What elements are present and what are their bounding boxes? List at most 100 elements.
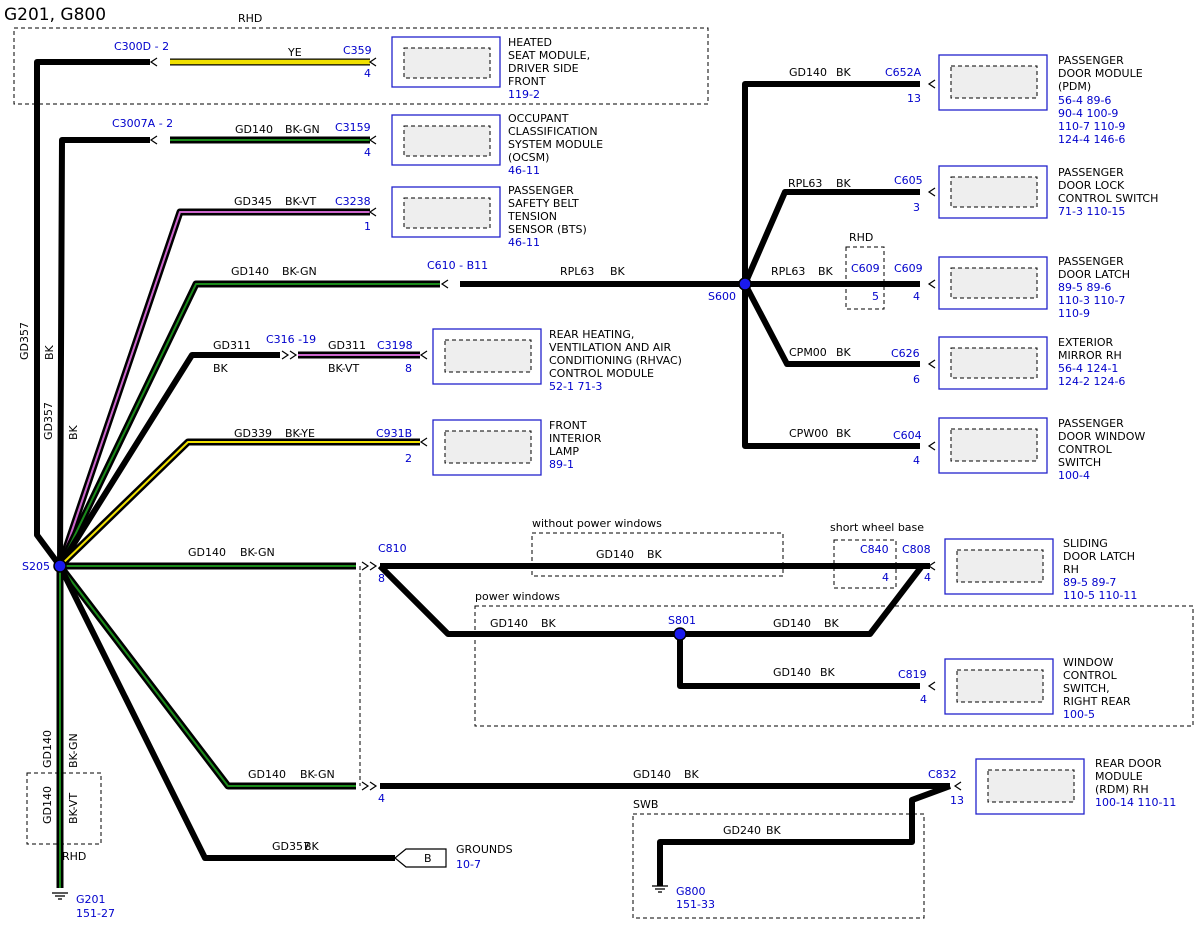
svg-text:DOOR WINDOW: DOOR WINDOW [1058,430,1145,443]
conn-c300d: C300D - 2 [114,40,169,53]
svg-text:PASSENGER: PASSENGER [1058,54,1124,67]
pdm-circuit: GD140 [789,66,827,79]
label-front-lamp: FRONT INTERIOR LAMP 89-1 [549,419,602,471]
gd357-wire-heated-seat [34,59,150,568]
svg-text:(PDM): (PDM) [1058,80,1091,93]
power-windows-region [474,605,1194,727]
pin-c604: 4 [913,454,920,467]
rhvac-wire-bk [57,352,280,568]
module-mirror [938,336,1048,390]
pin-c626: 6 [913,373,920,386]
label-pdm: PASSENGER DOOR MODULE (PDM) 56-4 89-6 90… [1058,54,1143,146]
pin-c3198: 8 [405,362,412,375]
conn-c810: C810 [378,542,407,555]
module-pdm [938,54,1048,111]
svg-text:110-9: 110-9 [1058,307,1090,320]
splice-s801-label: S801 [668,614,696,627]
label-sliding-latch: SLIDING DOOR LATCH RH 89-5 89-7 110-5 11… [1063,537,1137,602]
svg-text:SEAT MODULE,: SEAT MODULE, [508,49,590,62]
svg-text:SWITCH,: SWITCH, [1063,682,1110,695]
label-rdm: REAR DOOR MODULE (RDM) RH 100-14 110-11 [1095,757,1176,809]
bts-color: BK-VT [285,195,316,208]
svg-text:REAR DOOR: REAR DOOR [1095,757,1162,770]
svg-text:CONTROL: CONTROL [1063,669,1118,682]
mirror-circuit: CPM00 [789,346,827,359]
pw-right-color: BK [824,617,840,630]
svg-text:FRONT: FRONT [549,419,587,432]
svg-text:WINDOW: WINDOW [1063,656,1113,669]
conn-c819: C819 [898,668,927,681]
pin-c931b: 2 [405,452,412,465]
lock-circuit: RPL63 [788,177,822,190]
svg-text:46-11: 46-11 [508,236,540,249]
conn-c609-inline: C609 [851,262,880,275]
label-mirror: EXTERIOR MIRROR RH 56-4 124-1 124-2 124-… [1058,336,1125,388]
pw-left-color: BK [541,617,557,630]
svg-text:HEATED: HEATED [508,36,552,49]
svg-text:CONTROL SWITCH: CONTROL SWITCH [1058,192,1158,205]
svg-text:119-2: 119-2 [508,88,540,101]
conn-c609: C609 [894,262,923,275]
heated-seat-wire-color: YE [287,46,302,59]
conn-c840: C840 [860,543,889,556]
g800-color: BK [766,824,782,837]
conn-c359: C359 [343,44,372,57]
ground-icon [652,885,668,893]
splice-s801 [673,627,687,641]
latch-color: BK [818,265,834,278]
grounds-ref: 10-7 [456,858,481,871]
module-front-lamp [432,419,542,476]
svg-text:110-3 110-7: 110-3 110-7 [1058,294,1125,307]
sliding-mid-circuit: GD140 [596,548,634,561]
svg-text:INTERIOR: INTERIOR [549,432,602,445]
g201-color: BK-GN [67,733,80,768]
svg-text:DOOR LOCK: DOOR LOCK [1058,179,1125,192]
pin-c808: 4 [924,571,931,584]
rhd-region-top [13,27,709,105]
svg-text:EXTERIOR: EXTERIOR [1058,336,1114,349]
conn-c604: C604 [893,429,922,442]
pin-c605: 3 [913,201,920,214]
svg-text:VENTILATION AND AIR: VENTILATION AND AIR [549,341,672,354]
svg-text:RIGHT REAR: RIGHT REAR [1063,695,1131,708]
svg-text:FRONT: FRONT [508,75,546,88]
lock-color: BK [836,177,852,190]
svg-text:REAR HEATING,: REAR HEATING, [549,328,634,341]
svg-text:56-4 89-6: 56-4 89-6 [1058,94,1111,107]
svg-text:SLIDING: SLIDING [1063,537,1108,550]
rhvac-color: BK [213,362,229,375]
pw-switch-color: BK [820,666,836,679]
splice-s205-label: S205 [22,560,50,573]
c610-circuit: GD140 [231,265,269,278]
label-door-lock: PASSENGER DOOR LOCK CONTROL SWITCH 71-3 … [1058,166,1158,218]
conn-c316: C316 -19 [266,333,316,346]
conn-c652a: C652A [885,66,922,79]
label-window-switch: PASSENGER DOOR WINDOW CONTROL SWITCH 100… [1058,417,1145,482]
grounds-circuit: GD357 [272,840,310,853]
module-rhvac [432,328,542,385]
rhd-label-bottom: RHD [62,850,86,863]
svg-text:52-1 71-3: 52-1 71-3 [549,380,602,393]
conn-c626: C626 [891,347,920,360]
splice-s600 [738,277,752,291]
grounds-label: GROUNDS [456,843,513,856]
svg-text:100-14 110-11: 100-14 110-11 [1095,796,1176,809]
svg-text:MODULE: MODULE [1095,770,1143,783]
rhd-label-c609: RHD [849,231,873,244]
svg-text:DRIVER SIDE: DRIVER SIDE [508,62,579,75]
svg-text:CLASSIFICATION: CLASSIFICATION [508,125,598,138]
svg-text:DOOR LATCH: DOOR LATCH [1058,268,1130,281]
c810-color: BK-GN [240,546,275,559]
svg-text:SAFETY BELT: SAFETY BELT [508,197,579,210]
svg-text:46-11: 46-11 [508,164,540,177]
splice-s600-label: S600 [708,290,736,303]
swb-label: SWB [633,798,658,811]
svg-text:110-7 110-9: 110-7 110-9 [1058,120,1125,133]
gd357-b-circuit: GD357 [42,402,55,440]
sliding-mid-color: BK [647,548,663,561]
svg-text:SYSTEM MODULE: SYSTEM MODULE [508,138,603,151]
bts-circuit: GD345 [234,195,272,208]
module-bts [391,186,501,238]
label-rhvac: REAR HEATING, VENTILATION AND AIR CONDIT… [549,328,682,393]
c610-color2: BK [610,265,626,278]
